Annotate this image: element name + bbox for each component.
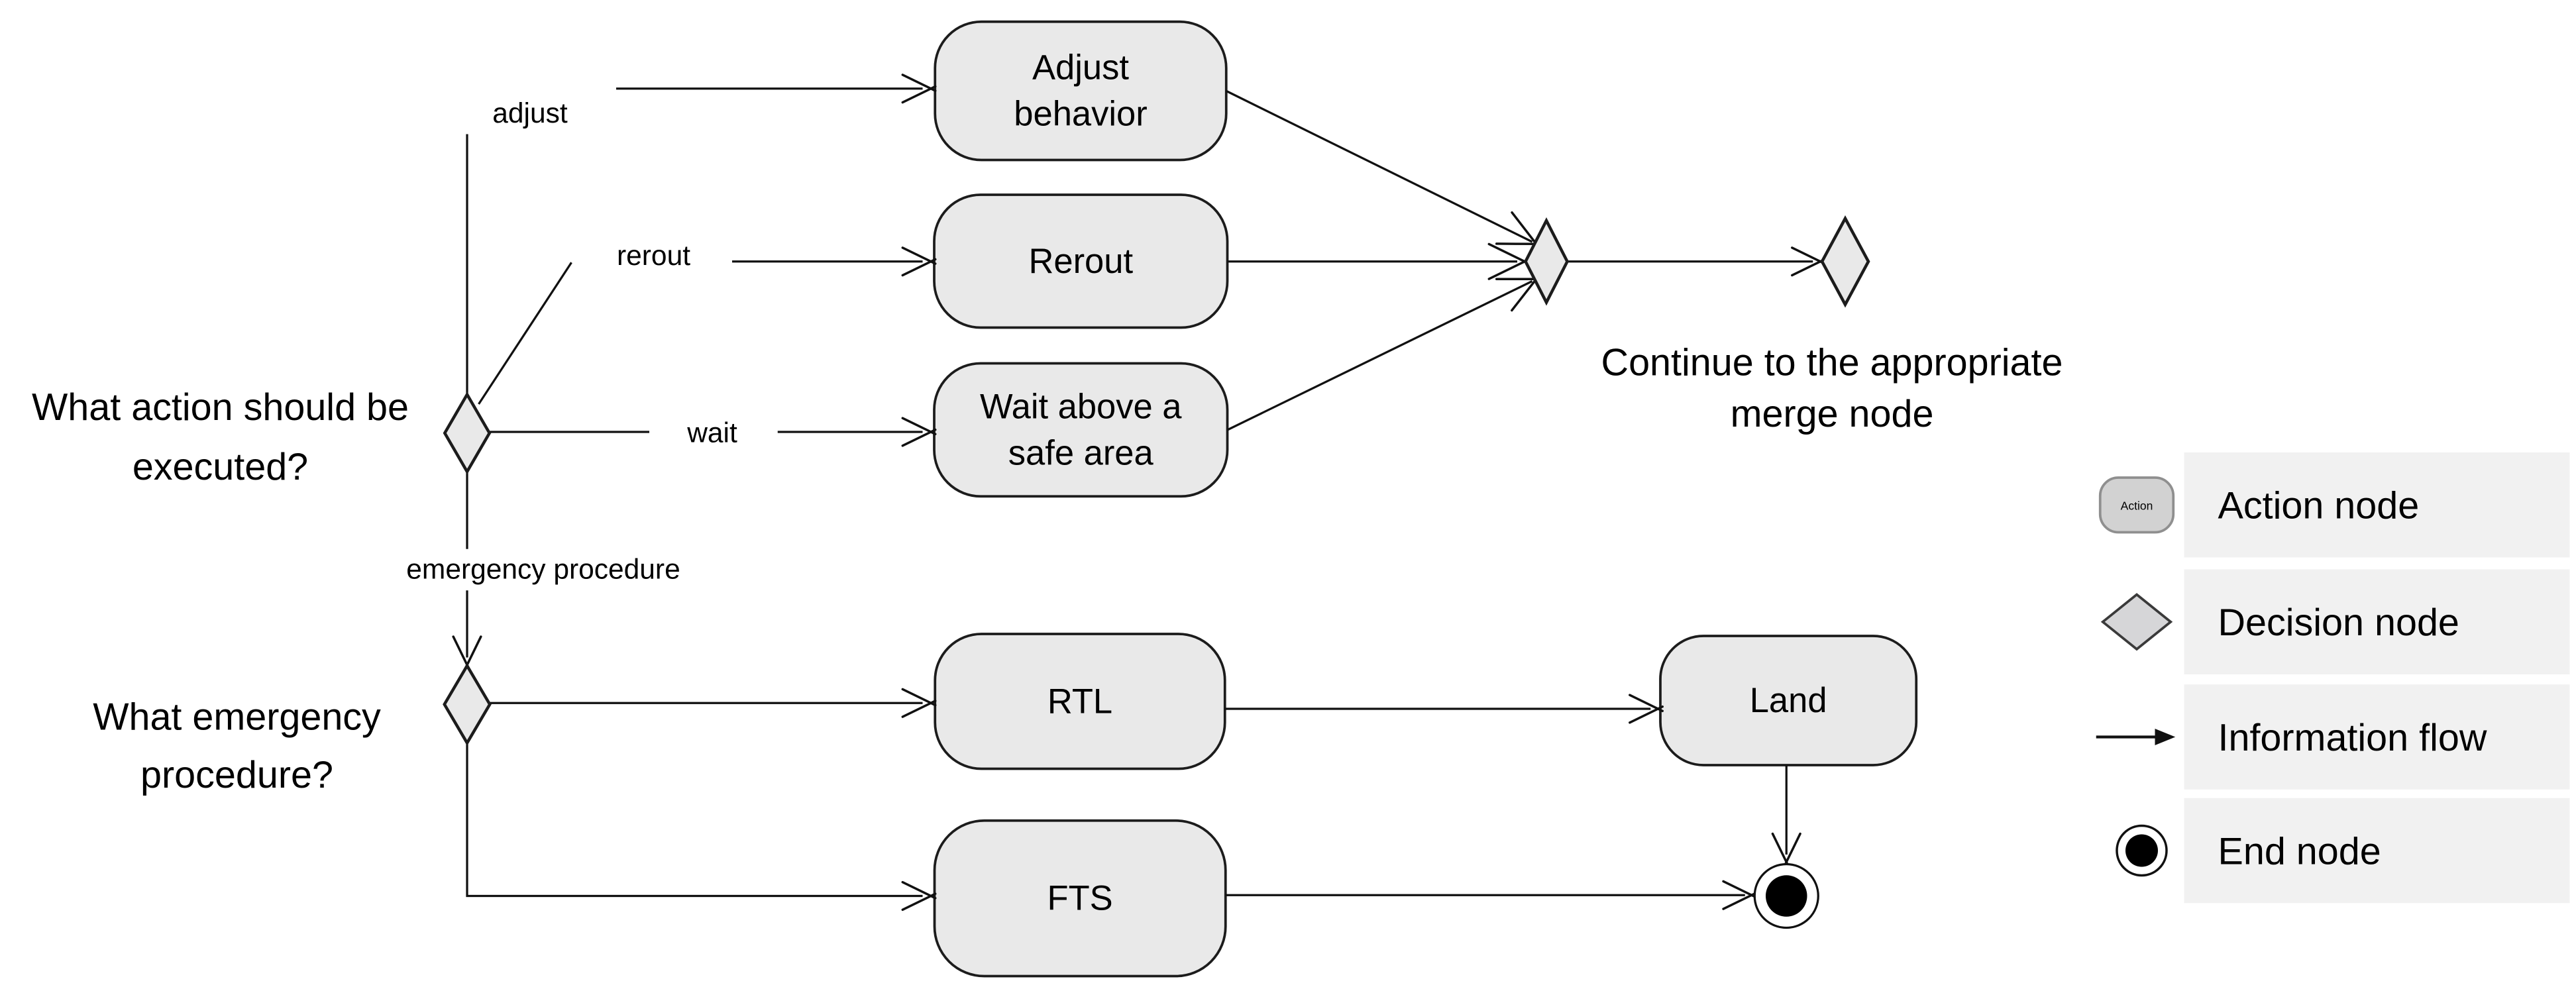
arrowhead-stroke <box>901 700 937 718</box>
action-node-label: RTL <box>1047 682 1112 721</box>
action-node-label: FTS <box>1047 879 1113 918</box>
arrowhead-icon <box>1722 880 1758 910</box>
label-wait: wait <box>686 417 737 448</box>
flow-line <box>1226 89 1533 243</box>
action-node-shape <box>934 20 1228 162</box>
action-node-label: Land <box>1750 681 1827 720</box>
decision-node-icon <box>2100 593 2173 651</box>
flow-rerout-diagonal <box>478 262 572 405</box>
legend-row-legend-decision: Decision node <box>2100 569 2570 674</box>
flow-line <box>1226 280 1533 431</box>
legend-label: Decision node <box>2218 601 2459 644</box>
label-text: What action should be <box>32 386 409 429</box>
legend-label: End node <box>2218 830 2381 872</box>
label-text: What emergency <box>93 696 381 739</box>
action-node-shape <box>1659 635 1918 766</box>
arrowhead-icon <box>901 246 937 277</box>
arrowhead-stroke <box>901 85 937 104</box>
arrowhead-icon <box>1771 832 1801 868</box>
decision-node-continue-diamond <box>1820 215 1870 308</box>
arrowhead-stroke <box>1487 258 1530 280</box>
action-node-wait-above: Wait above a safe area <box>933 362 1229 498</box>
legend-label: Information flow <box>2218 717 2487 759</box>
legend-row-legend-flow: Information flow <box>2096 684 2570 790</box>
legend-row-legend-action: Action Action node <box>2098 452 2570 558</box>
end-node-icon-dot <box>2125 834 2158 867</box>
action-node-rtl: RTL <box>934 633 1226 770</box>
label-text: procedure? <box>140 754 333 796</box>
arrowhead-stroke <box>1722 892 1758 910</box>
legend-band <box>2184 798 2570 904</box>
label-text: rerout <box>617 240 690 272</box>
action-node-label: Adjust <box>1032 48 1129 87</box>
arrowhead-stroke <box>901 892 937 912</box>
information-flow-icon-head <box>2155 729 2176 745</box>
action-node-label: behavior <box>1014 95 1147 134</box>
label-adjust: adjust <box>492 98 568 129</box>
label-text: adjust <box>492 98 568 129</box>
flow-adjust-merge <box>1226 89 1533 243</box>
action-node-label: Rerout <box>1028 242 1133 281</box>
legend-band <box>2184 452 2570 558</box>
label-text: executed? <box>133 446 308 488</box>
label-background <box>366 549 721 591</box>
arrowhead-stroke <box>1629 705 1664 724</box>
label-text: Continue to the appropriate <box>1601 342 2063 384</box>
action-node-adjust-behavior: Adjust behavior <box>934 20 1228 162</box>
action-node-label: safe area <box>1008 433 1154 472</box>
decision-node-merge-node <box>1523 217 1570 306</box>
arrowhead-stroke <box>1791 258 1826 277</box>
arrowhead-stroke <box>1771 832 1790 868</box>
legend-row-legend-end: End node <box>2116 798 2570 904</box>
arrowhead-icon <box>1487 242 1530 280</box>
label-rerout: rerout <box>617 240 690 272</box>
flow-decision2-fts <box>466 743 923 898</box>
action-node-rerout: Rerout <box>933 193 1229 329</box>
flow-line <box>478 262 572 405</box>
label-emergency-procedure: emergency procedure <box>366 549 721 591</box>
arrowhead-icon <box>1629 694 1664 724</box>
end-node-inner-dot <box>1766 875 1807 917</box>
action-node-fts: FTS <box>933 819 1227 978</box>
action-node-label: Wait above a <box>980 387 1182 426</box>
arrowhead-stroke <box>1487 242 1530 265</box>
arrowhead-stroke <box>901 258 937 277</box>
arrowhead-icon <box>901 688 937 718</box>
label-text: merge node <box>1731 393 1934 435</box>
action-node-land: Land <box>1659 635 1918 766</box>
legend-label: Action node <box>2218 485 2420 527</box>
action-node-icon <box>2098 476 2175 534</box>
legend-band <box>2184 569 2570 674</box>
decision-node-decision-emergency <box>443 662 492 746</box>
end-node <box>1753 862 1819 929</box>
decision-node-decision-action <box>443 392 492 475</box>
label-what-action: What action should be executed? <box>32 386 409 488</box>
arrowhead-icon <box>901 880 937 912</box>
label-what-emergency: What emergency procedure? <box>93 696 381 797</box>
action-node-icon-label: Action <box>2121 499 2153 513</box>
legend-band <box>2184 684 2570 790</box>
label-continue: Continue to the appropriate merge node <box>1601 342 2063 436</box>
flow-wait-merge <box>1226 280 1533 431</box>
arrowhead-icon <box>901 74 937 104</box>
arrowhead-icon <box>901 417 937 447</box>
arrowhead-icon <box>1791 246 1826 277</box>
label-text: emergency procedure <box>406 554 680 586</box>
label-text: wait <box>686 417 737 448</box>
flow-line <box>466 743 923 898</box>
action-node-shape <box>933 362 1229 498</box>
arrowhead-stroke <box>901 428 937 447</box>
